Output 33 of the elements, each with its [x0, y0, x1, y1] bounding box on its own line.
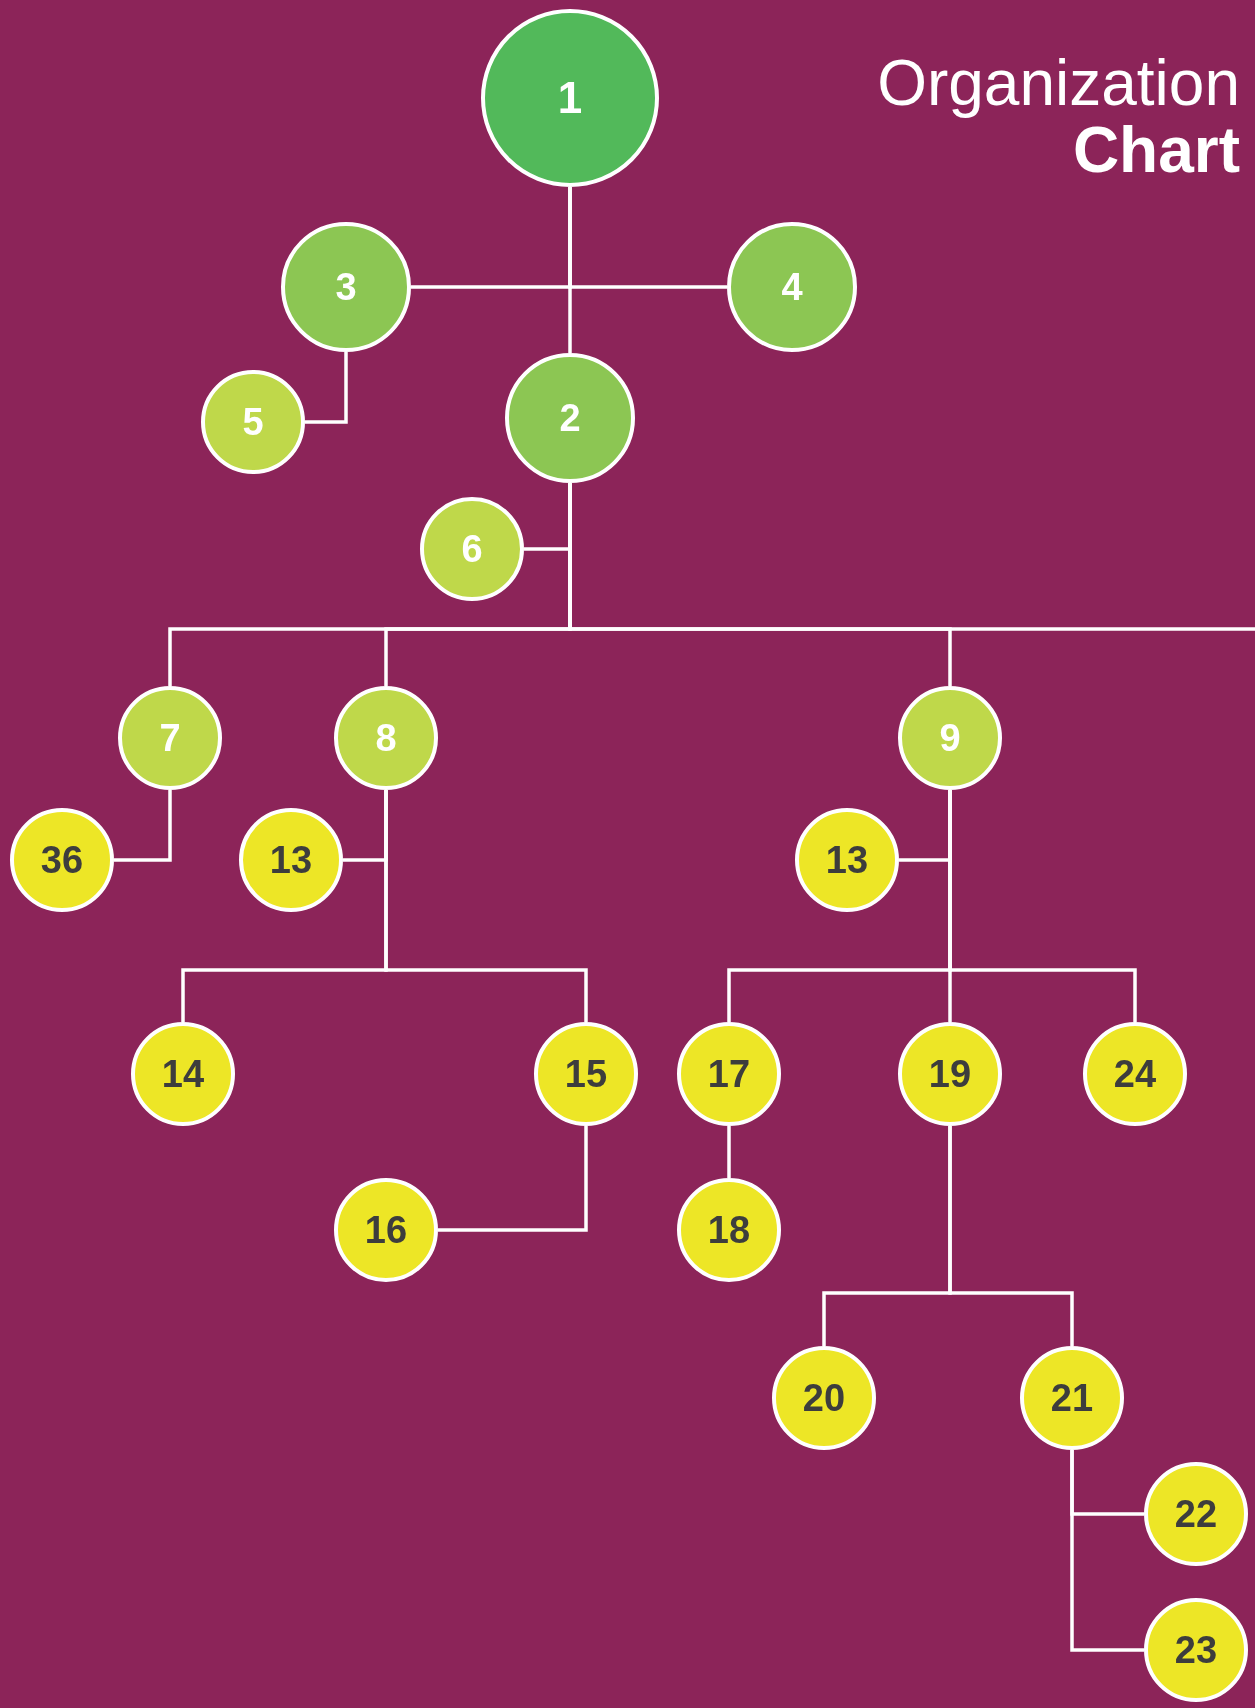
node-number: 17 — [707, 1052, 751, 1096]
node-number: 8 — [375, 716, 397, 760]
node-number: 7 — [159, 716, 181, 760]
connector-line — [114, 790, 172, 862]
node-number: 6 — [461, 527, 483, 571]
connector-line — [568, 187, 572, 353]
node-number: 13 — [825, 838, 869, 882]
connector-line — [438, 1126, 588, 1232]
node-number: 2 — [559, 396, 581, 440]
node-number: 20 — [802, 1376, 846, 1420]
node-number: 4 — [781, 265, 803, 309]
node-number: 3 — [335, 265, 357, 309]
node-number: 24 — [1113, 1052, 1157, 1096]
connector-line — [1070, 1450, 1144, 1652]
node-number: 5 — [242, 400, 264, 444]
node-number: 23 — [1174, 1628, 1218, 1672]
node-number: 9 — [939, 716, 961, 760]
connector-line — [948, 1126, 1074, 1346]
node-number: 18 — [707, 1208, 751, 1252]
node-number: 13 — [269, 838, 313, 882]
connector-line — [384, 790, 588, 1022]
node-number: 16 — [364, 1208, 408, 1252]
node-number: 1 — [557, 73, 583, 123]
node-number: 21 — [1050, 1376, 1094, 1420]
node-number: 15 — [564, 1052, 608, 1096]
chart-title: Organization Chart — [876, 50, 1240, 185]
connector-line — [305, 352, 348, 424]
node-number: 22 — [1174, 1492, 1218, 1536]
node-number: 36 — [40, 838, 84, 882]
connector-line — [948, 790, 1137, 1022]
node-number: 14 — [161, 1052, 205, 1096]
node-number: 19 — [928, 1052, 972, 1096]
connector-line — [727, 1126, 731, 1178]
